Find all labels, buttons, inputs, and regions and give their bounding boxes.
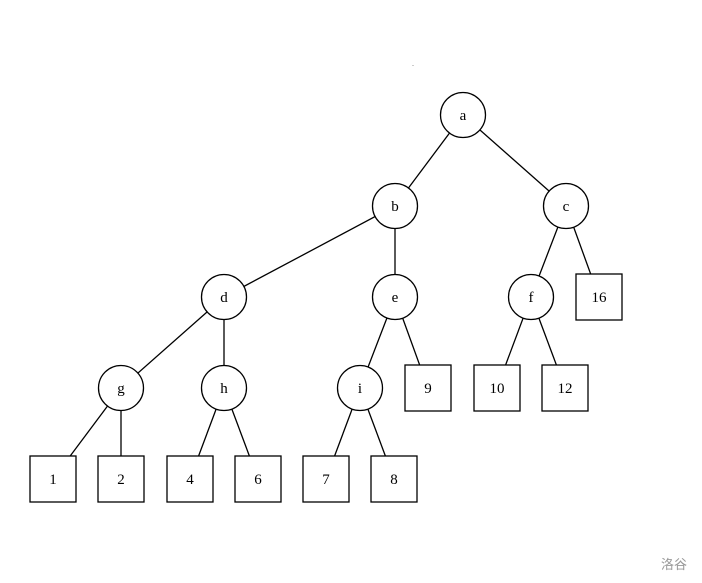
- leaf-node-4: 4: [166, 455, 214, 503]
- node-d: d: [200, 273, 248, 321]
- node-label: 16: [592, 290, 608, 306]
- node-label: 12: [558, 381, 573, 397]
- leaf-node-8: 8: [370, 455, 418, 503]
- node-label: 10: [490, 381, 505, 397]
- node-label: 6: [254, 472, 262, 488]
- node-label: c: [563, 199, 570, 215]
- node-i: i: [336, 364, 384, 412]
- node-f: f: [507, 273, 555, 321]
- node-c: c: [542, 182, 590, 230]
- leaf-node-16: 16: [575, 273, 623, 321]
- node-h: h: [200, 364, 248, 412]
- leaf-node-9: 9: [404, 364, 452, 412]
- node-label: a: [460, 108, 467, 124]
- watermark: 洛谷: [661, 558, 688, 573]
- leaf-node-10: 10: [473, 364, 521, 412]
- leaf-node-2: 2: [97, 455, 145, 503]
- node-label: 9: [424, 381, 432, 397]
- node-e: e: [371, 273, 419, 321]
- node-label: 2: [117, 472, 125, 488]
- node-label: 1: [49, 472, 57, 488]
- node-label: b: [391, 199, 399, 215]
- node-label: 4: [186, 472, 194, 488]
- node-label: 8: [390, 472, 398, 488]
- node-b: b: [371, 182, 419, 230]
- leaf-node-1: 1: [29, 455, 77, 503]
- leaf-node-12: 12: [541, 364, 589, 412]
- node-label: 7: [322, 472, 330, 488]
- node-label: e: [392, 290, 399, 306]
- leaf-node-7: 7: [302, 455, 350, 503]
- node-label: f: [529, 290, 534, 306]
- edge-b-d: [223, 205, 396, 298]
- node-label: h: [220, 381, 228, 397]
- stray-dot: [412, 65, 414, 66]
- node-label: i: [358, 381, 362, 397]
- leaf-node-6: 6: [234, 455, 282, 503]
- node-label: d: [220, 290, 228, 306]
- node-g: g: [97, 364, 145, 412]
- node-label: g: [117, 381, 125, 397]
- node-a: a: [439, 91, 487, 139]
